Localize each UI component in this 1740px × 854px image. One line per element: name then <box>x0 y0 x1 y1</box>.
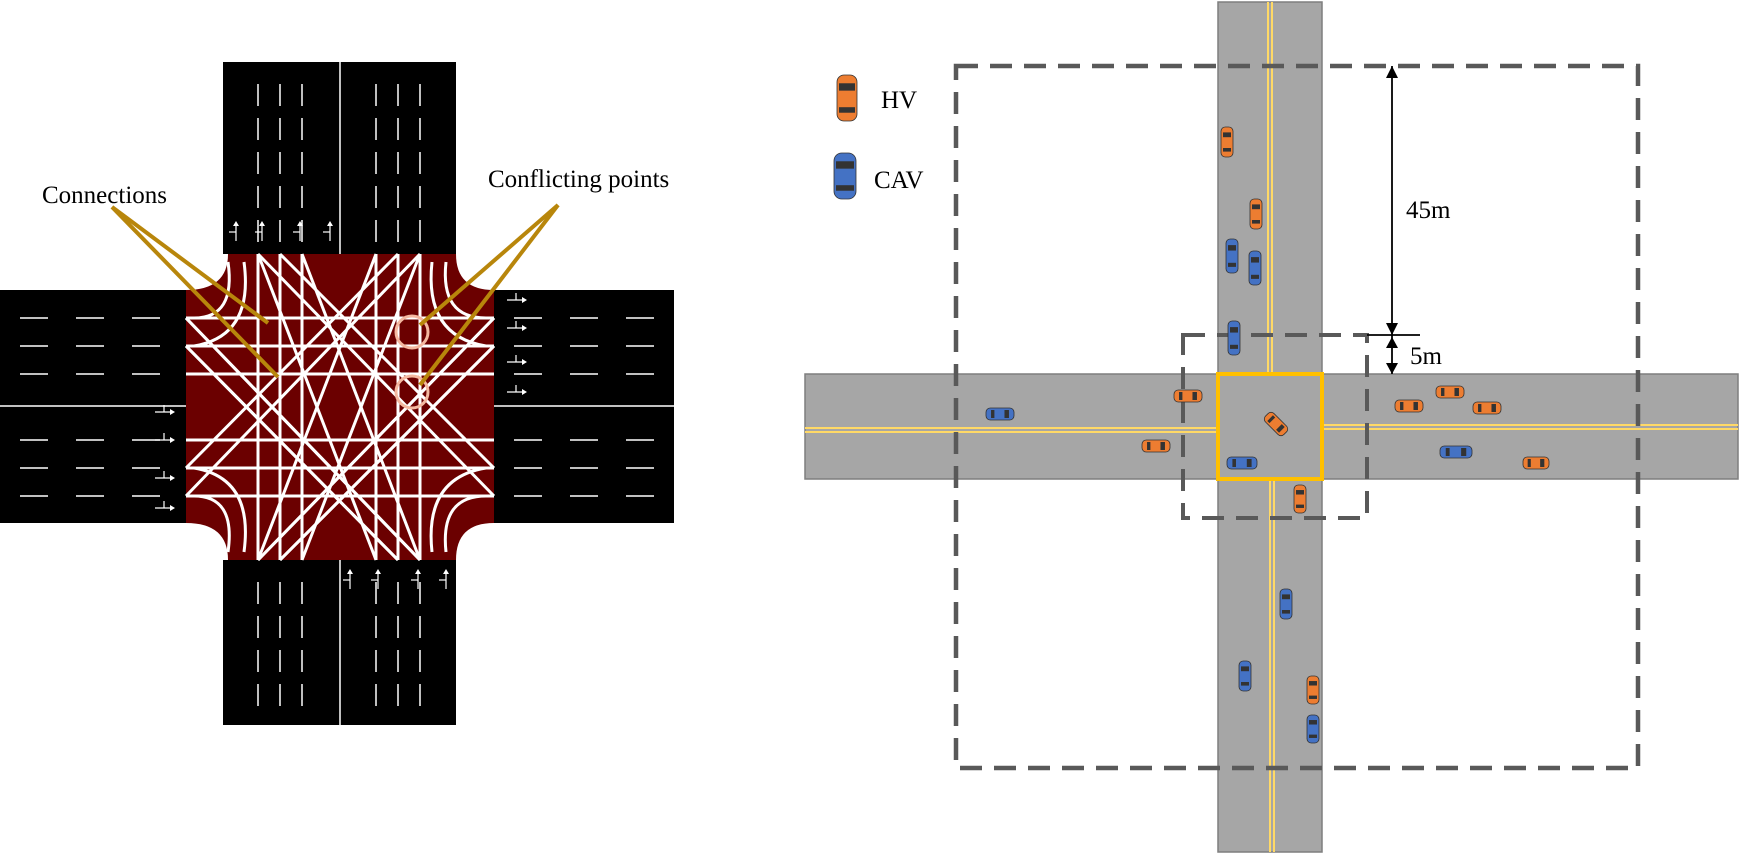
turn-arrow-icon <box>229 221 239 241</box>
turn-arrow-icon <box>507 293 527 303</box>
turn-arrow-icon <box>439 569 449 589</box>
outer-control-zone <box>953 63 1641 771</box>
callout-leaders <box>110 203 560 387</box>
cav-vehicle-icon <box>985 407 1015 421</box>
turn-arrow-icon <box>293 221 303 241</box>
turn-arrow-icon <box>255 221 265 241</box>
cav-vehicle-icon <box>1238 660 1252 692</box>
turn-arrow-icon <box>507 355 527 365</box>
hv-vehicle-icon <box>1306 675 1320 705</box>
hv-car-icon <box>836 74 858 122</box>
turn-arrow-icon <box>155 471 175 481</box>
cav-legend-label: CAV <box>874 167 924 194</box>
conflicting-points-label: Conflicting points <box>488 166 669 193</box>
turn-arrow-icon <box>411 569 421 589</box>
inner-buffer-zone <box>1181 333 1369 520</box>
turn-arrow-icon <box>323 221 333 241</box>
turn-arrow-icon <box>155 433 175 443</box>
lane-markings <box>0 62 674 725</box>
hv-vehicle-icon <box>1249 198 1263 230</box>
cav-vehicle-icon <box>1279 588 1293 620</box>
hv-vehicle-icon <box>1435 385 1465 399</box>
turn-arrow-icon <box>343 569 353 589</box>
legend: HV CAV <box>833 74 924 200</box>
hv-vehicle-icon <box>1394 399 1424 413</box>
center-lines <box>805 2 1738 852</box>
dimension-arrows <box>1367 66 1420 374</box>
turn-arrow-icon <box>507 321 527 331</box>
connections-label: Connections <box>42 182 167 209</box>
cav-vehicle-icon <box>1248 250 1262 286</box>
cav-vehicle-icon <box>1226 456 1258 470</box>
hv-vehicle-icon <box>1220 126 1234 158</box>
dimension-45m: 45m <box>1406 197 1451 224</box>
connection-lines <box>184 252 496 562</box>
hv-vehicle-icon <box>1472 401 1502 415</box>
conflict-point-marker <box>394 314 430 350</box>
left-intersection-diagram: Connections Conflicting points <box>0 62 674 725</box>
hv-legend-label: HV <box>881 87 917 114</box>
conflict-point-marker <box>394 374 430 410</box>
cav-vehicle-icon <box>1439 445 1473 459</box>
vehicles <box>985 126 1550 744</box>
junction-area <box>186 254 494 560</box>
hv-vehicle-icon <box>1173 389 1203 403</box>
cav-legend-icon <box>833 152 857 200</box>
hv-vehicle-icon <box>1141 439 1171 453</box>
cav-vehicle-icon <box>1227 320 1241 356</box>
turn-arrow-icon <box>155 405 175 415</box>
cav-vehicle-icon <box>1306 714 1320 744</box>
turn-arrow-icon <box>155 501 175 511</box>
cav-car-icon <box>833 152 857 200</box>
turn-arrow-icon <box>507 385 527 395</box>
dimension-5m: 5m <box>1410 343 1443 370</box>
turn-arrow-icon <box>371 569 381 589</box>
intersection-box <box>1216 372 1324 481</box>
hv-vehicle-icon <box>1522 456 1550 470</box>
hv-vehicle-icon <box>1263 411 1289 437</box>
cav-vehicle-icon <box>1225 238 1239 274</box>
hv-legend-icon <box>836 74 858 122</box>
hv-vehicle-icon <box>1293 484 1307 514</box>
right-intersection-diagram: 45m 5m HV CAV <box>804 1 1739 853</box>
